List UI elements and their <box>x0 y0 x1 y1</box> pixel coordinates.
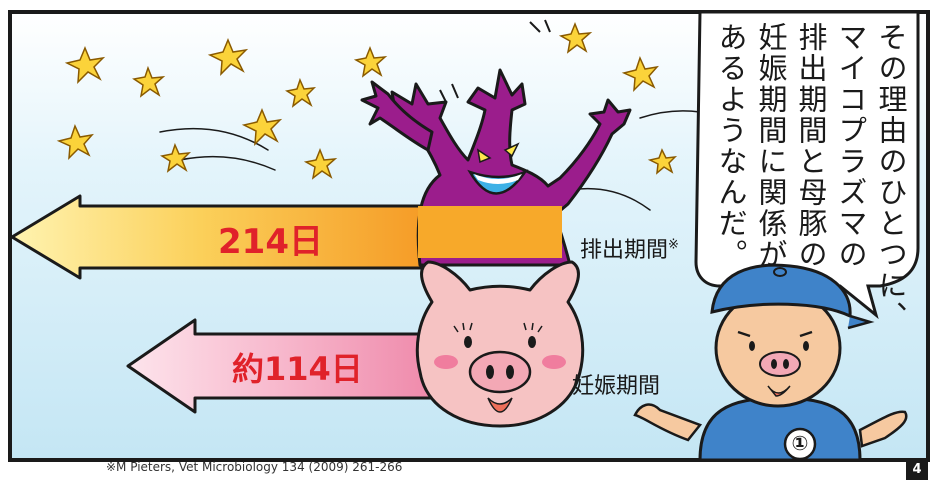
speech-line-3: 排出期間と母豚の <box>794 22 828 270</box>
pig-character <box>415 260 585 428</box>
speech-text: その理由のひとつに、 マイコプラズマの 排出期間と母豚の 妊娠期間に関係が ある… <box>688 22 910 332</box>
character-badge: ① <box>791 431 809 455</box>
page-number: 4 <box>906 460 928 480</box>
shedding-period-label: 排出期間※ <box>580 232 679 264</box>
shedding-period-arrow <box>10 194 432 280</box>
speech-line-4: 妊娠期間に関係が <box>754 22 788 270</box>
speech-bubble <box>694 10 920 320</box>
sparkle-stars <box>56 21 678 180</box>
shedding-period-label-text: 排出期間 <box>580 238 669 263</box>
shedding-period-value: 214日 <box>218 222 323 262</box>
pregnancy-period-arrow <box>126 318 447 414</box>
citation-text: ※M Pieters, Vet Microbiology 134 (2009) … <box>106 460 403 474</box>
speech-line-2: マイコプラズマの <box>834 22 868 270</box>
pregnancy-period-value: 約114日 <box>232 350 363 388</box>
farmer-character <box>633 263 908 462</box>
speech-line-5: あるようなんだ。 <box>714 22 748 270</box>
pregnancy-period-label: 妊娠期間 <box>572 374 661 399</box>
speech-line-1: その理由のひとつに、 <box>874 22 908 332</box>
citation-mark: ※ <box>668 237 679 253</box>
